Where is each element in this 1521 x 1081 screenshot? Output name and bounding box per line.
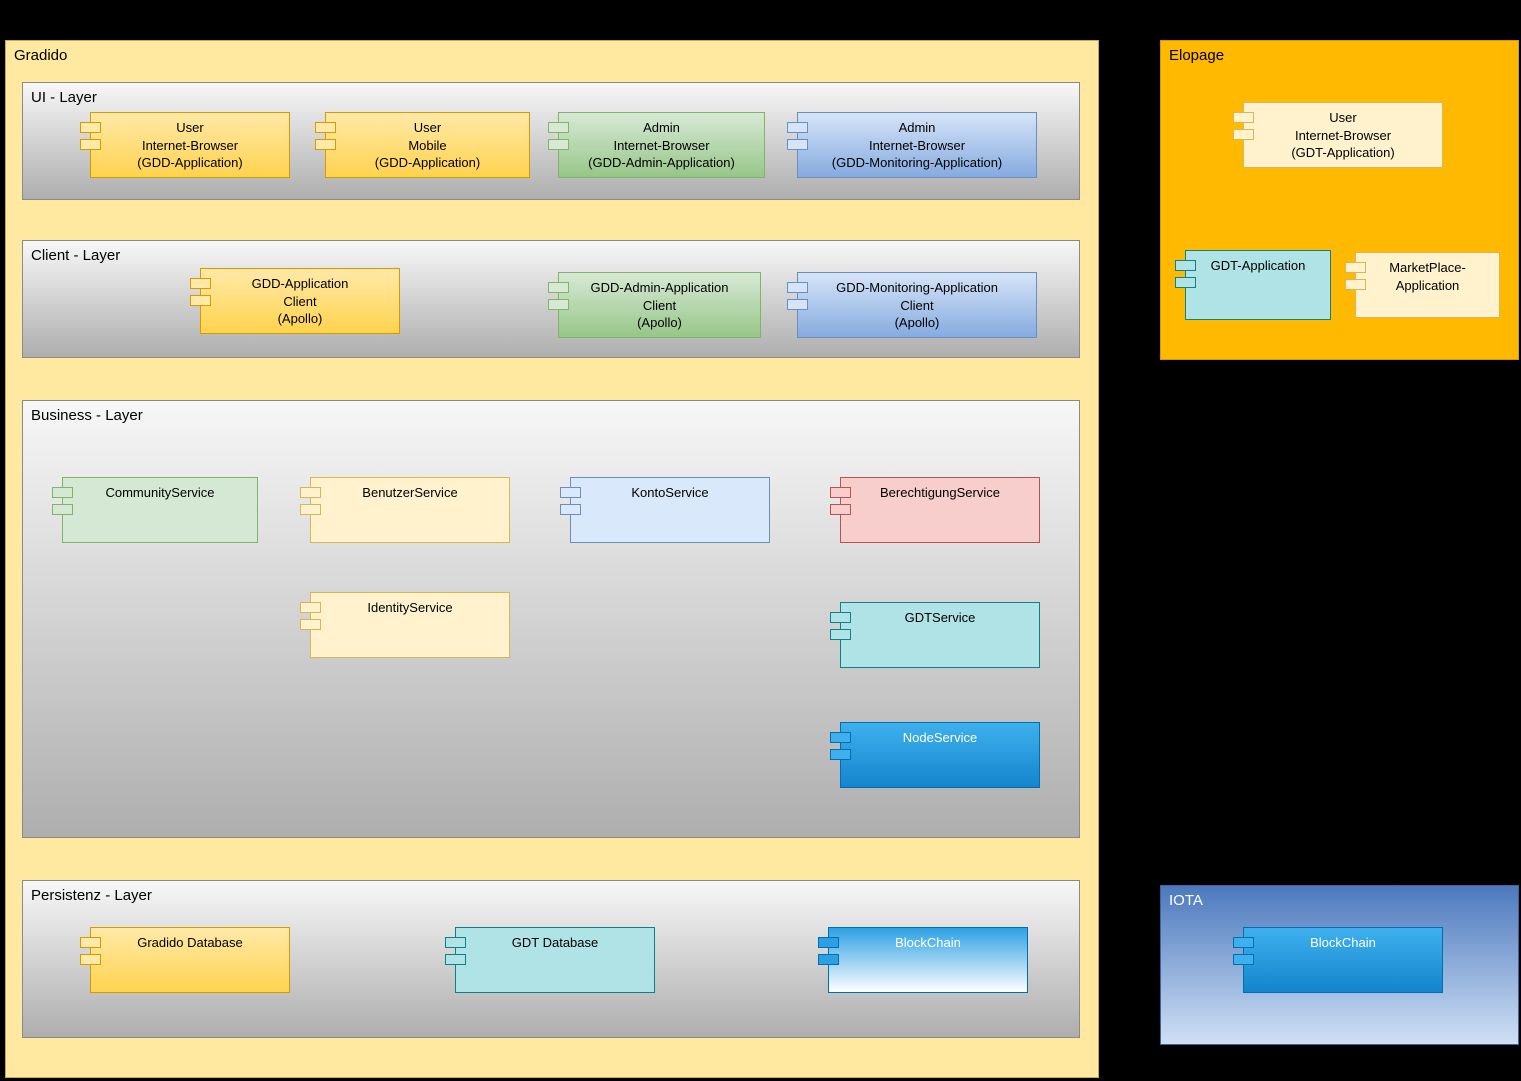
component-benutzerservice: BenutzerService	[300, 477, 510, 543]
component-tab-icon	[1345, 279, 1366, 290]
component-gdd-application-client: GDD-Application Client (Apollo)	[190, 268, 400, 334]
component-gdtservice: GDTService	[830, 602, 1040, 668]
component-label: User Internet-Browser (GDT-Application)	[1291, 110, 1395, 161]
component-kontoservice: KontoService	[560, 477, 770, 543]
component-tab-icon	[80, 954, 101, 965]
component-tab-icon	[52, 504, 73, 515]
component-tab-icon	[1233, 954, 1254, 965]
component-tab-icon	[1175, 260, 1196, 271]
component-label: BerechtigungService	[880, 485, 1000, 500]
component-gdd-admin-application-client: GDD-Admin-Application Client (Apollo)	[548, 272, 761, 338]
component-tab-icon	[190, 295, 211, 306]
component-tab-icon	[560, 487, 581, 498]
component-berechtigungservice: BerechtigungService	[830, 477, 1040, 543]
component-tab-icon	[300, 487, 321, 498]
component-label: GDT-Application	[1210, 258, 1306, 273]
component-label: GDT Database	[511, 935, 599, 950]
component-user-internet-browser-gdt-application: User Internet-Browser (GDT-Application)	[1233, 102, 1443, 168]
container-elopage-title: Elopage	[1169, 47, 1225, 64]
component-label: NodeService	[902, 730, 978, 745]
component-gdt-database: GDT Database	[445, 927, 655, 993]
component-tab-icon	[190, 278, 211, 289]
component-tab-icon	[830, 612, 851, 623]
component-tab-icon	[300, 602, 321, 613]
component-label: Admin Internet-Browser (GDD-Admin-Applic…	[588, 120, 735, 171]
component-tab-icon	[548, 299, 569, 310]
layer-business-title: Business - Layer	[31, 407, 143, 424]
component-label: Gradido Database	[137, 935, 243, 950]
component-tab-icon	[830, 487, 851, 498]
component-label: Admin Internet-Browser (GDD-Monitoring-A…	[831, 120, 1003, 171]
layer-client-title: Client - Layer	[31, 247, 121, 264]
component-user-internet-browser-gdd-application: User Internet-Browser (GDD-Application)	[80, 112, 290, 178]
component-tab-icon	[1233, 129, 1254, 140]
container-gradido-title: Gradido	[14, 47, 68, 64]
component-tab-icon	[445, 937, 466, 948]
component-tab-icon	[787, 139, 808, 150]
component-label: KontoService	[631, 485, 709, 500]
component-tab-icon	[52, 487, 73, 498]
component-nodeservice: NodeService	[830, 722, 1040, 788]
component-label: IdentityService	[367, 600, 453, 615]
component-tab-icon	[787, 122, 808, 133]
component-tab-icon	[1233, 112, 1254, 123]
component-tab-icon	[1175, 277, 1196, 288]
layer-ui-title: UI - Layer	[31, 89, 97, 106]
component-label: BlockChain	[1310, 935, 1376, 950]
component-label: BenutzerService	[362, 485, 458, 500]
component-tab-icon	[80, 937, 101, 948]
component-gdd-monitoring-application-client: GDD-Monitoring-Application Client (Apoll…	[787, 272, 1037, 338]
component-tab-icon	[80, 139, 101, 150]
component-label: GDD-Monitoring-Application Client (Apoll…	[836, 280, 998, 331]
component-user-mobile-gdd-application: User Mobile (GDD-Application)	[315, 112, 530, 178]
component-label: MarketPlace- Application	[1389, 260, 1466, 293]
component-tab-icon	[300, 619, 321, 630]
component-identityservice: IdentityService	[300, 592, 510, 658]
component-tab-icon	[830, 504, 851, 515]
component-label: CommunityService	[105, 485, 215, 500]
component-gdt-application: GDT-Application	[1175, 250, 1331, 320]
component-tab-icon	[315, 122, 336, 133]
component-tab-icon	[548, 122, 569, 133]
component-tab-icon	[300, 504, 321, 515]
component-marketplace-application: MarketPlace- Application	[1345, 252, 1500, 318]
component-tab-icon	[548, 139, 569, 150]
component-communityservice: CommunityService	[52, 477, 258, 543]
component-tab-icon	[1345, 262, 1366, 273]
component-tab-icon	[560, 504, 581, 515]
component-tab-icon	[787, 299, 808, 310]
component-tab-icon	[548, 282, 569, 293]
component-label: BlockChain	[895, 935, 961, 950]
layer-persistenz-title: Persistenz - Layer	[31, 887, 152, 904]
component-tab-icon	[818, 954, 839, 965]
component-admin-internet-browser-gdd-admin-application: Admin Internet-Browser (GDD-Admin-Applic…	[548, 112, 765, 178]
component-label: User Internet-Browser (GDD-Application)	[137, 120, 243, 171]
component-tab-icon	[787, 282, 808, 293]
component-admin-internet-browser-gdd-monitoring-application: Admin Internet-Browser (GDD-Monitoring-A…	[787, 112, 1037, 178]
component-tab-icon	[1233, 937, 1254, 948]
container-iota-title: IOTA	[1169, 892, 1203, 909]
component-tab-icon	[80, 122, 101, 133]
component-tab-icon	[830, 629, 851, 640]
component-tab-icon	[830, 732, 851, 743]
component-label: GDTService	[904, 610, 976, 625]
component-blockchain-persistenz: BlockChain	[818, 927, 1028, 993]
component-tab-icon	[818, 937, 839, 948]
component-gradido-database: Gradido Database	[80, 927, 290, 993]
component-label: GDD-Application Client (Apollo)	[251, 276, 349, 327]
component-blockchain-iota: BlockChain	[1233, 927, 1443, 993]
component-label: User Mobile (GDD-Application)	[374, 120, 481, 171]
component-tab-icon	[445, 954, 466, 965]
component-tab-icon	[830, 749, 851, 760]
component-label: GDD-Admin-Application Client (Apollo)	[590, 280, 729, 331]
component-tab-icon	[315, 139, 336, 150]
